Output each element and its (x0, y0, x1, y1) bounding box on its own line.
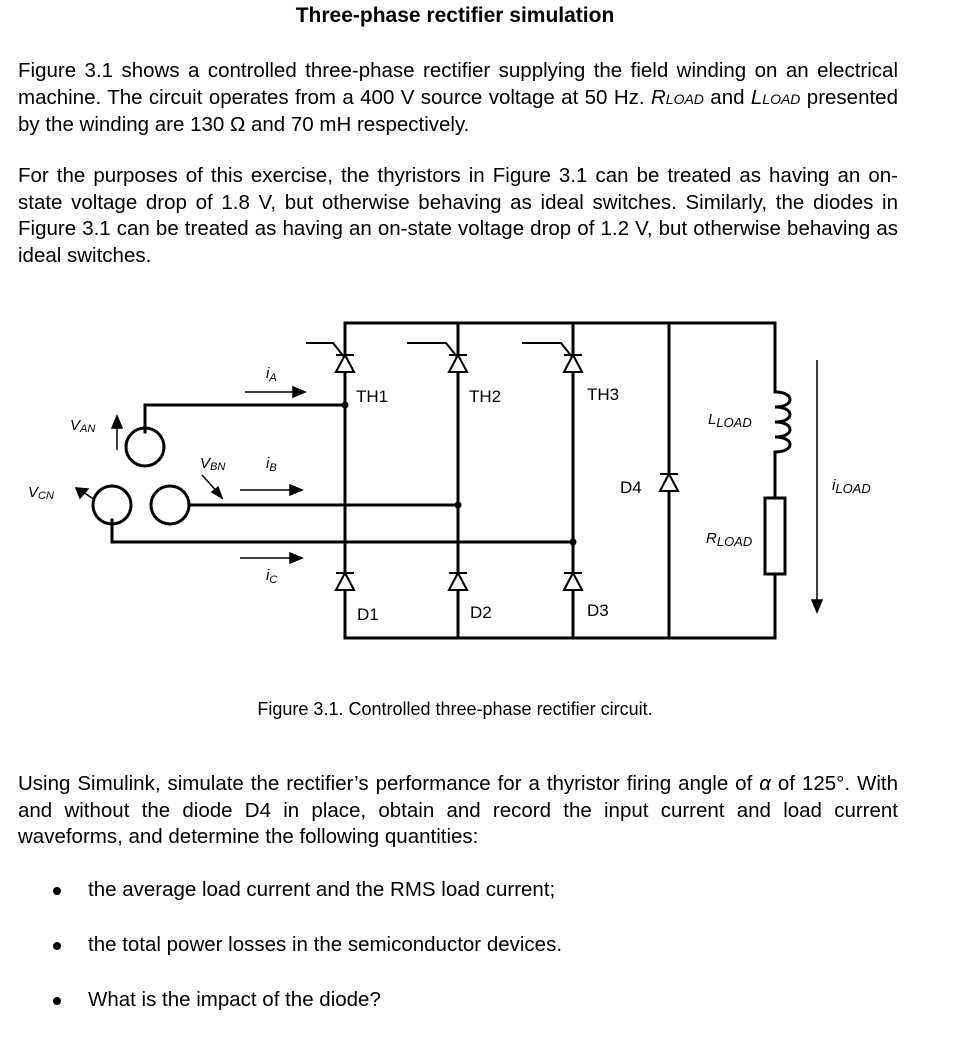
label-ic: iC (266, 567, 277, 586)
figure-caption: Figure 3.1. Controlled three-phase recti… (257, 699, 653, 719)
resistor-icon (763, 496, 787, 576)
r-subscript: LOAD (665, 90, 704, 107)
l-subscript: LOAD (762, 90, 801, 107)
source-phase-c (91, 484, 133, 526)
label-d3: D3 (587, 601, 609, 620)
bullet-text: the average load current and the RMS loa… (88, 878, 556, 901)
l-symbol: L (750, 85, 763, 109)
bullet-icon (53, 942, 61, 950)
task-text-a: Using Simulink, simulate the rectifier’s… (18, 772, 760, 795)
label-van: VAN (70, 417, 95, 435)
junction-dot (569, 538, 577, 546)
paragraph-task: Using Simulink, simulate the rectifier’s… (18, 771, 898, 851)
label-d1: D1 (357, 605, 379, 624)
bullet-text: the total power losses in the semiconduc… (88, 933, 563, 956)
label-rload: RLOAD (706, 530, 752, 549)
source-phase-a (124, 426, 166, 468)
label-vbn: VBN (200, 455, 225, 473)
junction-dot (341, 401, 349, 409)
paragraph-assumptions: For the purposes of this exercise, the t… (18, 164, 898, 267)
bullet-icon (53, 997, 61, 1005)
label-d2: D2 (470, 603, 492, 622)
bullet-text: What is the impact of the diode? (88, 988, 381, 1011)
label-ib: iB (266, 455, 277, 474)
alpha-symbol: α (759, 772, 771, 795)
intro-text-a: Figure 3.1 shows a controlled three-phas… (18, 59, 898, 109)
label-d4: D4 (620, 478, 642, 497)
page-title: Three-phase rectifier simulation (295, 4, 615, 27)
r-symbol: R (650, 85, 666, 109)
label-iload: iLOAD (832, 477, 871, 496)
junction-dot (454, 501, 462, 509)
label-ia: iA (266, 365, 277, 384)
label-th1: TH1 (356, 387, 388, 406)
label-th2: TH2 (469, 387, 501, 406)
bullet-icon (53, 887, 61, 895)
paragraph-intro: Figure 3.1 shows a controlled three-phas… (18, 58, 898, 139)
task-text-b: of 125°. With and without the diode D4 i… (18, 772, 899, 848)
rectifier-circuit-diagram: TH1 TH2 TH3 D1 D2 D3 D4 VAN VBN VCN iA i… (28, 321, 871, 640)
label-th3: TH3 (587, 385, 619, 404)
label-vcn: VCN (28, 484, 54, 502)
intro-text-c: presented by the winding are 130 Ω and 7… (18, 85, 898, 137)
label-lload: LLOAD (708, 411, 752, 430)
source-phase-b (149, 484, 191, 526)
inductor-icon (774, 390, 792, 454)
intro-text-b: and (703, 85, 751, 109)
